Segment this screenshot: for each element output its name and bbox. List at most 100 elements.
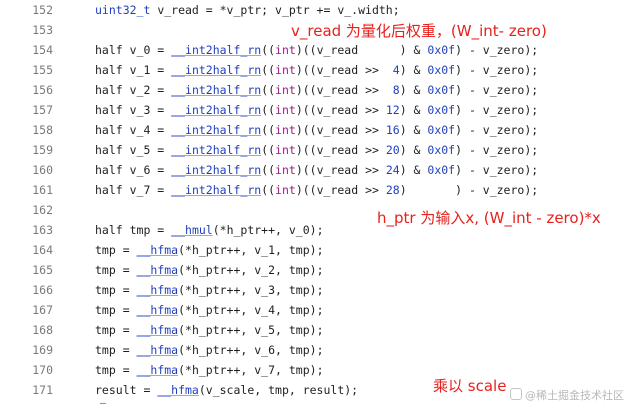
code-token: 16 <box>385 123 400 137</box>
code-token: int <box>275 103 296 117</box>
code-text: tmp = __hfma(*h_ptr++, v_3, tmp); <box>95 280 324 300</box>
code-token: ) & <box>399 163 428 177</box>
code-text: half tmp = __hmul(*h_ptr++, v_0); <box>95 220 324 240</box>
code-token: __hfma <box>136 243 179 257</box>
code-text: tmp = __hfma(*h_ptr++, v_1, tmp); <box>95 240 324 260</box>
code-token: int <box>275 123 296 137</box>
code-token: __int2half_rn <box>171 103 262 117</box>
code-line[interactable]: 162 <box>0 200 630 220</box>
code-line[interactable]: 153 <box>0 20 630 40</box>
line-number: 166 <box>32 283 53 297</box>
code-token: )((v_read >> <box>295 143 386 157</box>
line-number: 152 <box>32 3 53 17</box>
code-token: (( <box>261 123 276 137</box>
code-line[interactable]: 166 tmp = __hfma(*h_ptr++, v_3, tmp); <box>0 280 630 300</box>
line-number: 168 <box>32 323 53 337</box>
code-text: half v_1 = __int2half_rn((int)((v_read >… <box>95 60 538 80</box>
code-token: 4 <box>392 63 400 77</box>
code-token: (*h_ptr++, v_3, tmp); <box>178 283 324 297</box>
code-token: __hfma <box>136 363 179 377</box>
code-token: ) - v_zero); <box>455 103 539 117</box>
code-token: 0x0f <box>427 143 456 157</box>
code-token: 8 <box>392 83 400 97</box>
code-token: ) & <box>399 123 428 137</box>
code-token: (( <box>261 143 276 157</box>
code-token: )((v_read >> <box>295 123 386 137</box>
code-token: half v_5 = <box>95 143 172 157</box>
line-number: 170 <box>32 363 53 377</box>
code-token: ) & <box>399 103 428 117</box>
code-token: half v_3 = <box>95 103 172 117</box>
code-token: )((v_read >> <box>295 103 386 117</box>
code-token: __hfma <box>136 343 179 357</box>
code-token: )((v_read >> <box>295 163 386 177</box>
fold-marker: – <box>100 398 107 409</box>
code-token: 20 <box>385 143 400 157</box>
code-token: )((v_read >> <box>295 83 393 97</box>
code-line[interactable]: 156 half v_2 = __int2half_rn((int)((v_rea… <box>0 80 630 100</box>
code-token: ) - v_zero); <box>455 143 539 157</box>
line-number: 158 <box>32 123 53 137</box>
code-token: (( <box>261 63 276 77</box>
code-token: tmp = <box>95 323 137 337</box>
code-token: (( <box>261 43 276 57</box>
code-token: 0x0f <box>427 103 456 117</box>
line-number: 165 <box>32 263 53 277</box>
code-token: (*h_ptr++, v_1, tmp); <box>178 243 324 257</box>
annotation-input-x: h_ptr 为输入x, (W_int - zero)*x <box>377 209 601 227</box>
code-token: ) - v_zero); <box>455 43 539 57</box>
code-token: int <box>275 163 296 177</box>
code-text: half v_6 = __int2half_rn((int)((v_read >… <box>95 160 538 180</box>
code-token: 0x0f <box>427 83 456 97</box>
code-text: tmp = __hfma(*h_ptr++, v_6, tmp); <box>95 340 324 360</box>
code-token: __int2half_rn <box>171 163 262 177</box>
code-token: )((v_read >> <box>295 183 386 197</box>
code-token: half v_0 = <box>95 43 172 57</box>
code-token: (*h_ptr++, v_6, tmp); <box>178 343 324 357</box>
code-line[interactable]: 169 tmp = __hfma(*h_ptr++, v_6, tmp); <box>0 340 630 360</box>
watermark-text: @稀土掘金技术社区 <box>525 389 624 402</box>
code-line[interactable]: 163 half tmp = __hmul(*h_ptr++, v_0); <box>0 220 630 240</box>
code-token: __int2half_rn <box>171 43 262 57</box>
line-number: 163 <box>32 223 53 237</box>
code-token: int <box>275 143 296 157</box>
code-token: 28 <box>385 183 400 197</box>
code-token: 0x0f <box>427 163 456 177</box>
code-token: half v_1 = <box>95 63 172 77</box>
code-token: (*h_ptr++, v_4, tmp); <box>178 303 324 317</box>
code-token: (*h_ptr++, v_0); <box>212 223 324 237</box>
code-token: result = <box>95 383 158 397</box>
code-token: half v_6 = <box>95 163 172 177</box>
code-token: tmp = <box>95 263 137 277</box>
code-text: half v_2 = __int2half_rn((int)((v_read >… <box>95 80 538 100</box>
code-token: ) & <box>399 143 428 157</box>
code-token: )((v_read ) & <box>295 43 428 57</box>
code-token: half tmp = <box>95 223 172 237</box>
code-line[interactable]: 157 half v_3 = __int2half_rn((int)((v_rea… <box>0 100 630 120</box>
code-token: tmp = <box>95 283 137 297</box>
line-number: 157 <box>32 103 53 117</box>
code-token: __hfma <box>136 323 179 337</box>
code-token: int <box>275 63 296 77</box>
line-number: 169 <box>32 343 53 357</box>
code-token: __hfma <box>136 283 179 297</box>
code-text: result = __hfma(v_scale, tmp, result); <box>95 380 358 400</box>
code-token: tmp = <box>95 363 137 377</box>
code-token: )((v_read >> <box>295 63 393 77</box>
line-number: 156 <box>32 83 53 97</box>
code-text: half v_3 = __int2half_rn((int)((v_read >… <box>95 100 538 120</box>
